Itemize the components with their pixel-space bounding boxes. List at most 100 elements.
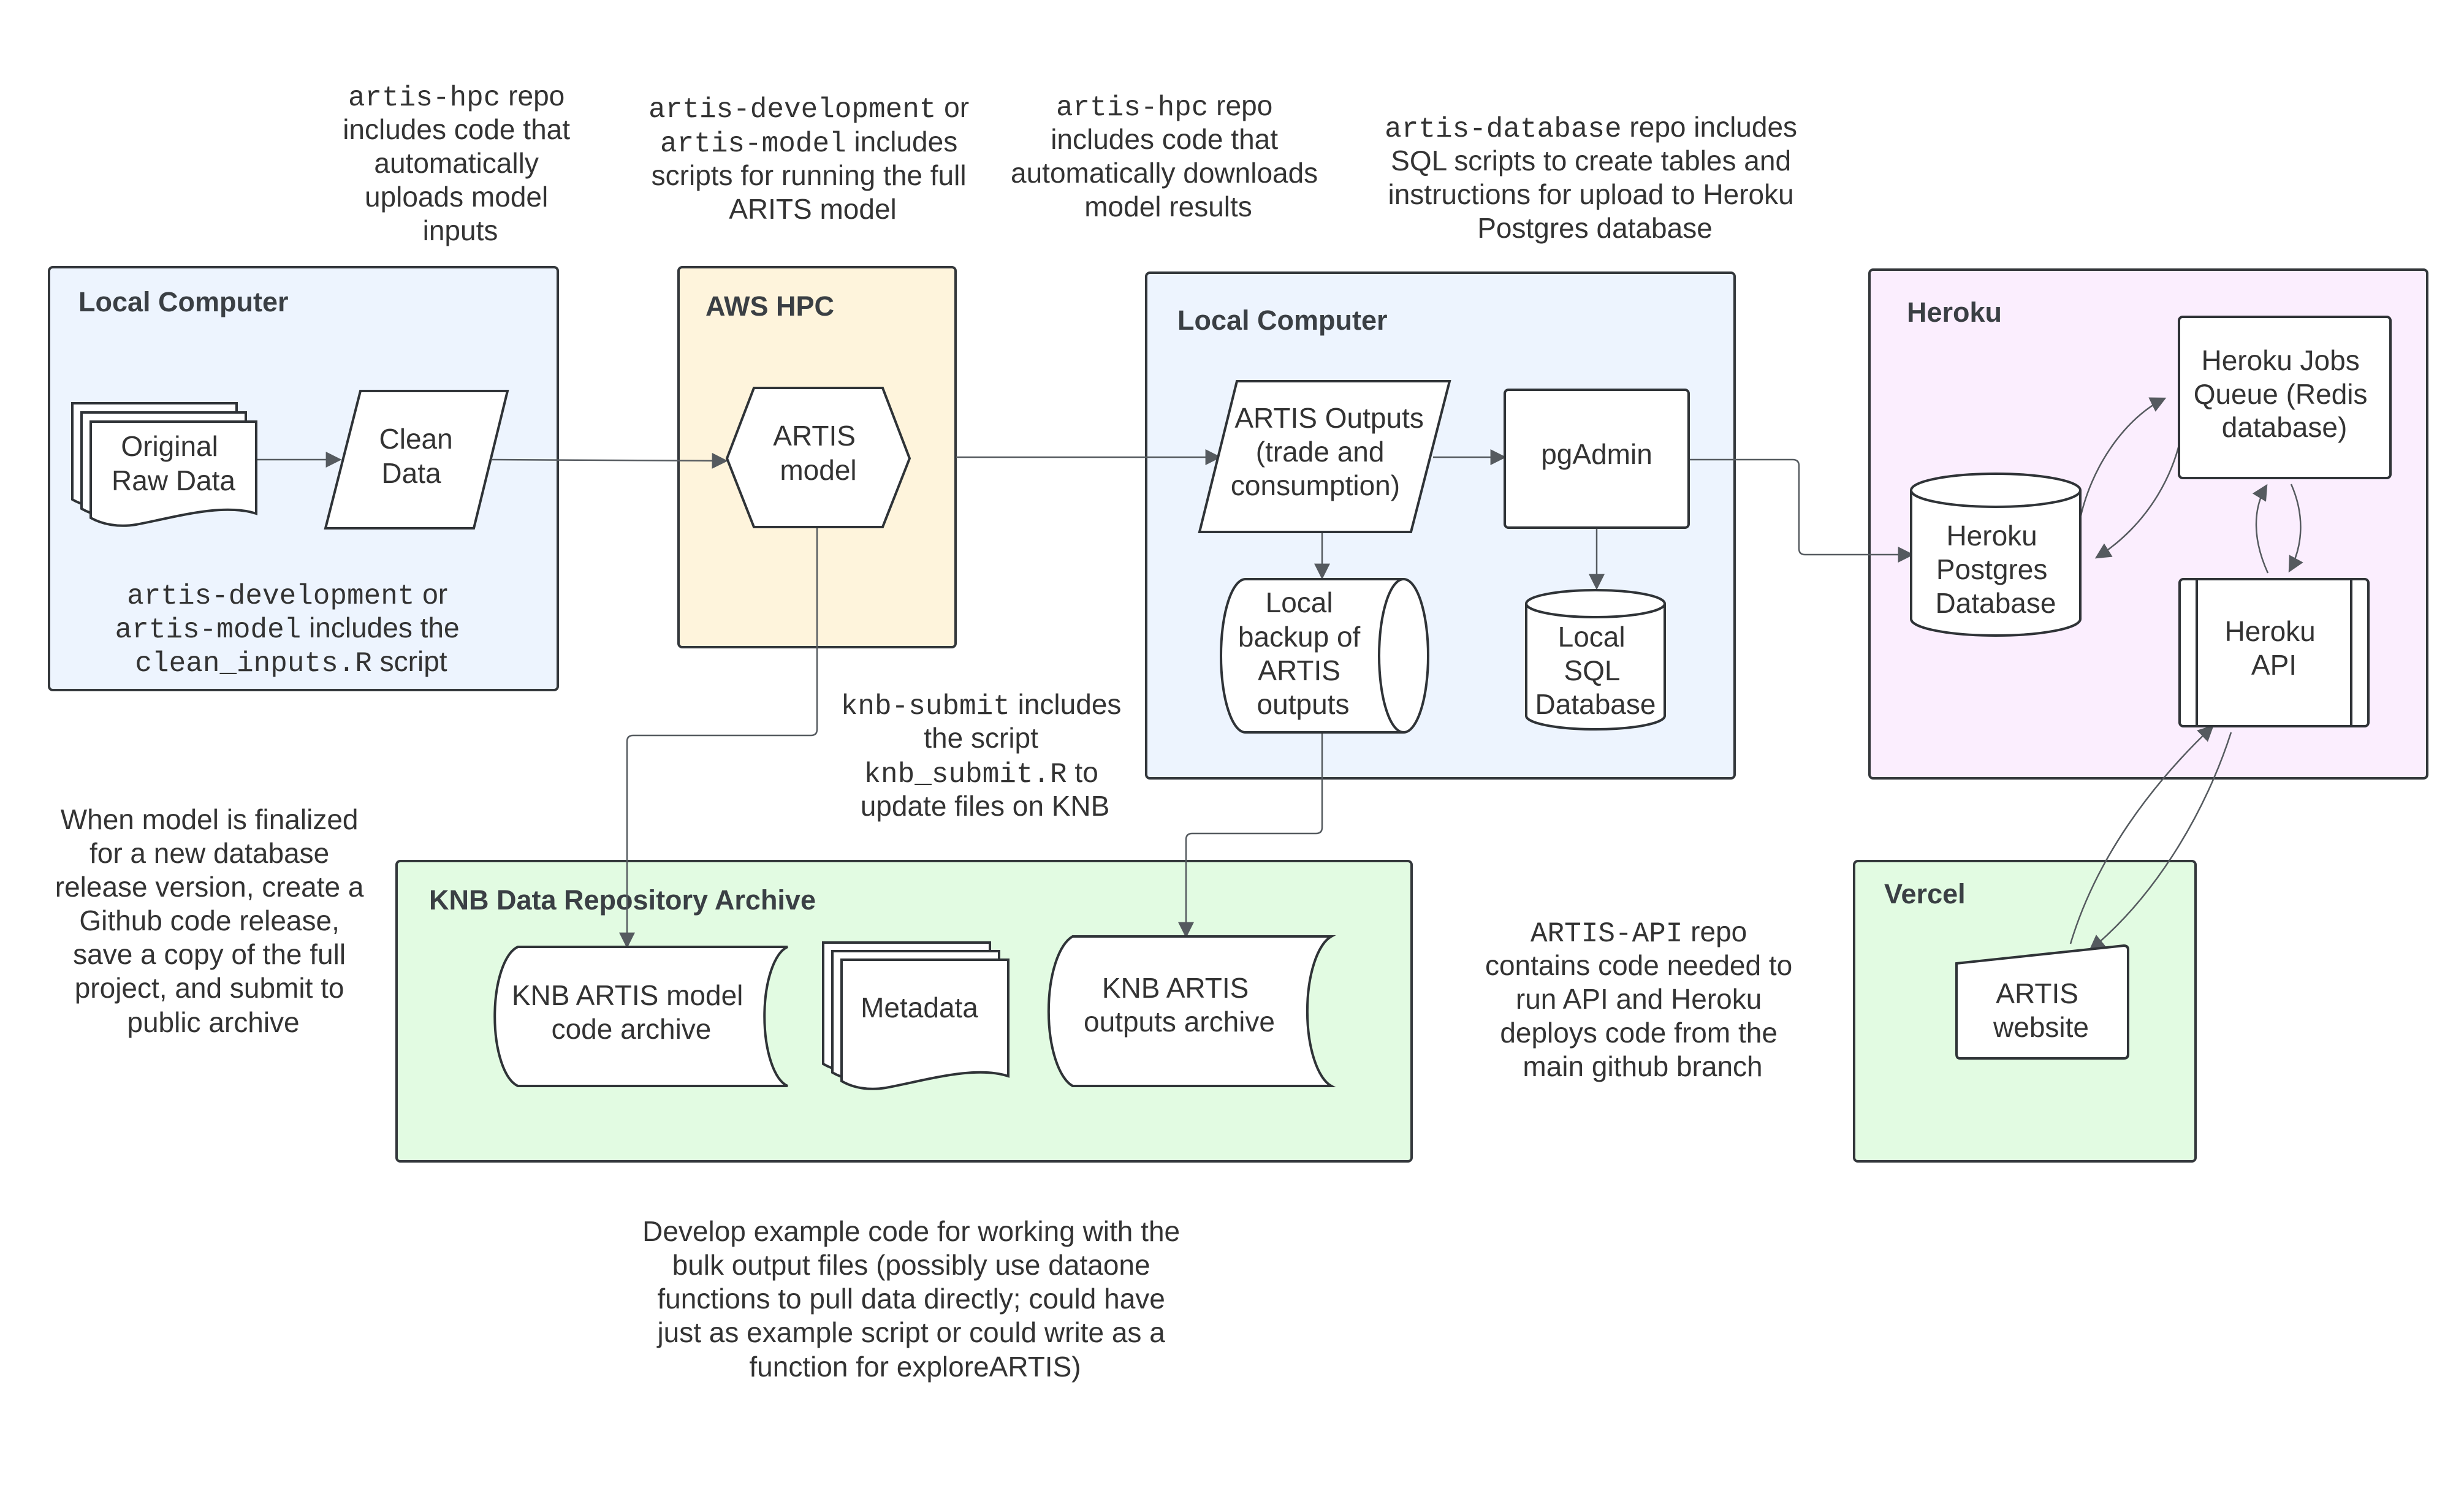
- edge-backup-to-knb-outputs: [1178, 732, 1323, 938]
- note-hpc-upload-line-2: includes code that: [343, 113, 570, 145]
- note-knb-submit-line-3-text: to: [1067, 756, 1098, 788]
- container-aws-hpc-title: AWS HPC: [705, 290, 834, 322]
- clean-data-line-1: Clean: [379, 423, 453, 455]
- note-release-line-7: public archive: [127, 1006, 299, 1038]
- local-sql-db-shape: [1525, 589, 1666, 731]
- note-clean-inputs-line-3-text: script: [372, 645, 447, 677]
- edge-api-to-jobs: [2252, 484, 2269, 574]
- knb-outputs-archive-line-2: outputs archive: [1084, 1006, 1275, 1038]
- raw-data-doc-front: [89, 420, 257, 527]
- knb-model-archive-shape: [493, 946, 788, 1087]
- note-hpc-download-line-1-text: repo: [1208, 89, 1272, 121]
- container-local-computer-1-title: Local Computer: [78, 286, 289, 317]
- note-database-repo: artis-database repo includes SQL scripts…: [1385, 111, 1805, 244]
- edge-api-to-website: [2088, 732, 2232, 951]
- local-backup-line-4: outputs: [1257, 688, 1350, 720]
- artis-website-line-1: ARTIS: [1996, 977, 2078, 1009]
- note-api-repo-line-1: ARTIS-API repo: [1530, 916, 1747, 950]
- node-artis-outputs: ARTIS Outputs (trade and consumption): [1198, 380, 1451, 533]
- note-hpc-download: artis-hpc repo includes code that automa…: [1011, 89, 1326, 222]
- node-local-backup: Local backup of ARTIS outputs: [1220, 578, 1429, 734]
- node-heroku-api: Heroku API: [2178, 578, 2370, 727]
- connectors: [257, 397, 2303, 951]
- edge-clean-to-artis-model: [492, 452, 728, 469]
- heroku-api-line-1: Heroku: [2224, 615, 2315, 647]
- note-hpc-upload-line-1-text: repo: [500, 80, 565, 112]
- note-dev-full-model-line-4: ARITS model: [729, 193, 897, 225]
- note-clean-inputs-line-3: clean_inputs.R script: [135, 645, 447, 680]
- pgadmin-shape: [1504, 389, 1690, 529]
- knb-outputs-archive-shape: [1047, 935, 1336, 1087]
- note-clean-inputs-code-2: artis-model: [115, 614, 302, 646]
- note-example-code: Develop example code for working with th…: [642, 1215, 1188, 1383]
- clean-data-line-2: Data: [381, 457, 441, 489]
- note-hpc-download-line-4: model results: [1084, 191, 1252, 222]
- artis-model-line-2: model: [780, 454, 856, 486]
- artis-website-shape: [1955, 944, 2129, 1060]
- note-release-line-2: for a new database: [89, 837, 329, 869]
- heroku-postgres-line-3: Database: [1936, 587, 2056, 619]
- note-knb-submit-line-1-text: includes: [1010, 688, 1122, 720]
- note-release: When model is finalized for a new databa…: [55, 803, 372, 1038]
- artis-outputs-line-3: consumption): [1231, 469, 1400, 501]
- heroku-api-shape: [2178, 578, 2370, 727]
- node-pgadmin: pgAdmin: [1504, 389, 1690, 529]
- local-backup-cap: [1378, 578, 1404, 734]
- heroku-api-line-2: API: [2251, 649, 2297, 681]
- note-clean-inputs-line-1: artis-development or: [127, 578, 447, 612]
- raw-data-line-1: Original: [121, 430, 218, 462]
- note-api-repo-line-3: run API and Heroku: [1516, 983, 1762, 1015]
- note-hpc-upload-code: artis-hpc: [348, 82, 500, 114]
- container-knb-title: KNB Data Repository Archive: [429, 884, 816, 916]
- artis-model-line-1: ARTIS: [773, 420, 856, 452]
- clean-data-shape: [324, 390, 509, 530]
- note-hpc-upload-line-4: uploads model: [365, 181, 548, 213]
- note-dev-full-model-line-3: scripts for running the full: [652, 159, 967, 191]
- note-dev-full-model-line-1-text: or: [936, 91, 969, 123]
- note-knb-submit-line-4: update files on KNB: [861, 790, 1110, 822]
- note-hpc-upload-line-1: artis-hpc repo: [348, 80, 565, 114]
- local-sql-db-top: [1525, 603, 1666, 618]
- note-release-line-5: save a copy of the full: [73, 938, 346, 970]
- note-example-code-line-3: functions to pull data directly; could h…: [657, 1283, 1165, 1315]
- artis-model-shape: [725, 387, 911, 528]
- local-sql-db-line-1: Local: [1558, 621, 1626, 653]
- note-database-repo-line-3: instructions for upload to Heroku: [1388, 178, 1793, 210]
- note-api-repo-code: ARTIS-API: [1530, 918, 1683, 950]
- heroku-jobs-queue-shape: [2178, 316, 2392, 479]
- node-local-sql-db-label: Local SQL Database: [1535, 621, 1656, 720]
- note-hpc-download-line-3: automatically downloads: [1011, 157, 1318, 189]
- note-database-repo-line-1-text: repo includes: [1622, 111, 1797, 143]
- node-local-sql-db: Local SQL Database: [1525, 589, 1666, 731]
- note-example-code-line-2: bulk output files (possibly use dataone: [672, 1249, 1150, 1281]
- node-heroku-jobs-queue-label: Heroku Jobs Queue (Redis database): [2194, 344, 2376, 443]
- edge-website-to-api: [2069, 725, 2214, 944]
- artis-website-line-2: website: [1993, 1011, 2089, 1043]
- local-backup-line-1: Local: [1266, 586, 1333, 618]
- node-knb-outputs-archive: KNB ARTIS outputs archive: [1047, 935, 1336, 1087]
- note-clean-inputs-code-1: artis-development: [127, 580, 414, 612]
- jobs-queue-line-3: database): [2222, 411, 2348, 443]
- note-dev-full-model-line-2: artis-model includes: [660, 126, 957, 160]
- node-artis-website-label: ARTIS website: [1993, 977, 2089, 1043]
- node-clean-data-label: Clean Data: [379, 423, 461, 489]
- note-database-repo-line-4: Postgres database: [1477, 212, 1713, 244]
- note-clean-inputs-line-1-text: or: [414, 578, 447, 610]
- note-hpc-download-code: artis-hpc: [1056, 92, 1208, 124]
- local-sql-db-line-3: Database: [1535, 688, 1656, 720]
- artis-outputs-line-1: ARTIS Outputs: [1234, 402, 1424, 434]
- note-knb-submit-code-1: knb-submit: [841, 691, 1010, 723]
- note-api-repo-line-1-text: repo: [1683, 916, 1747, 947]
- node-knb-model-archive: KNB ARTIS model code archive: [493, 946, 788, 1087]
- heroku-postgres-line-1: Heroku: [1946, 520, 2037, 552]
- node-artis-model: ARTIS model: [725, 387, 911, 528]
- node-original-raw-data: Original Raw Data: [71, 402, 257, 527]
- note-api-repo: ARTIS-API repo contains code needed to r…: [1485, 916, 1800, 1082]
- note-hpc-upload-line-3: automatically: [374, 147, 538, 179]
- note-clean-inputs: artis-development or artis-model include…: [115, 578, 468, 680]
- note-database-repo-code: artis-database: [1385, 113, 1621, 145]
- note-api-repo-line-5: main github branch: [1523, 1050, 1762, 1082]
- artis-outputs-shape: [1198, 380, 1451, 533]
- note-dev-full-model-code-1: artis-development: [648, 94, 936, 126]
